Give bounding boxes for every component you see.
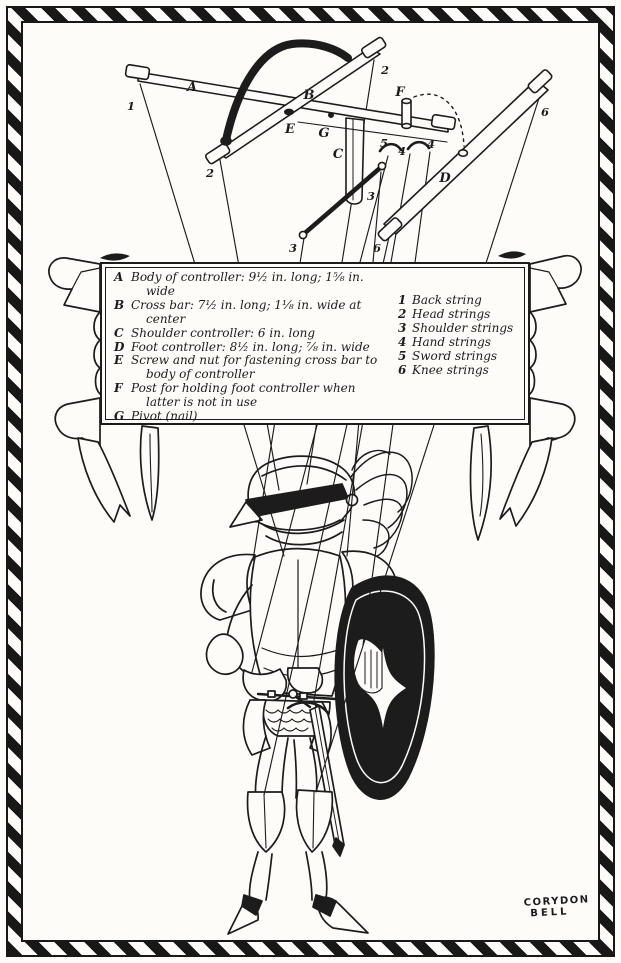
striped-border-frame xyxy=(6,6,615,957)
